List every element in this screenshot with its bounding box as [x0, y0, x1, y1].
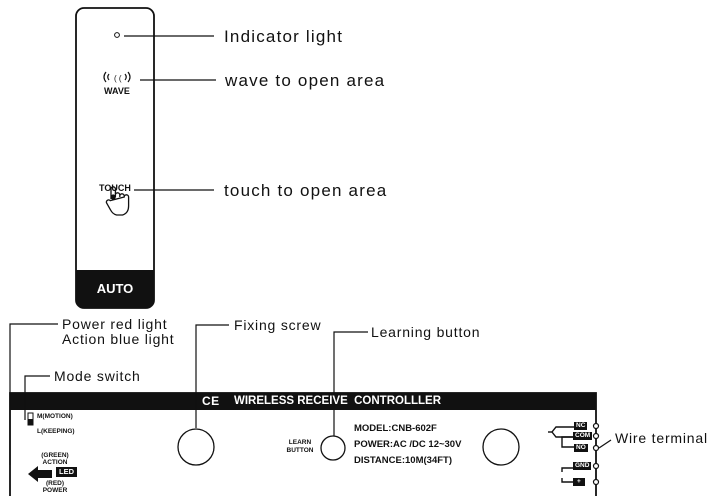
touch-area-callout: touch to open area — [224, 181, 388, 200]
fixing-screw-right — [482, 428, 520, 466]
action-light-callout: Action blue light — [62, 331, 175, 347]
fixing-screw-left — [177, 428, 215, 466]
fixing-screw-callout: Fixing screw — [234, 317, 322, 333]
controller-title: WIRELESS RECEIVE CONTROLLLER — [234, 395, 442, 407]
auto-label: AUTO — [96, 281, 134, 296]
terminal-nc: NC — [574, 422, 588, 430]
power-spec-text: POWER:AC /DC 12~30V — [354, 439, 462, 450]
learn-button-label-1: LEARN — [288, 439, 312, 446]
terminal-screw-plus — [592, 478, 600, 486]
controller-title-bar — [10, 393, 596, 410]
touch-hand-icon — [105, 186, 130, 216]
wire-connections — [548, 426, 574, 483]
led-arrow-icon — [28, 466, 52, 482]
terminal-screw-com — [592, 432, 600, 440]
led-label: LED — [56, 467, 77, 477]
led-green-label: (GREEN) — [41, 452, 69, 459]
terminal-com: COM — [573, 432, 593, 440]
model-text: MODEL:CNB-602F — [354, 423, 437, 434]
mode-motion-label: M(MOTION) — [37, 413, 73, 420]
remote-device-body — [75, 7, 155, 309]
terminal-screw-gnd — [592, 462, 600, 470]
terminal-gnd: GND — [573, 462, 592, 470]
terminal-screw-nc — [592, 422, 600, 430]
ce-mark: CE — [202, 394, 220, 408]
learning-button-callout: Learning button — [371, 324, 481, 340]
indicator-light-callout: Indicator light — [224, 27, 344, 46]
wave-icon — [103, 71, 131, 83]
remote-device-auto-band — [76, 270, 154, 308]
wave-label: WAVE — [104, 86, 130, 96]
learning-button[interactable] — [320, 435, 346, 461]
mode-keeping-label: L(KEEPING) — [37, 428, 75, 435]
led-power-label: POWER — [42, 487, 68, 494]
spec-block: MODEL:CNB-602F POWER:AC /DC 12~30V DISTA… — [354, 421, 461, 469]
touch-label: TOUCH — [99, 183, 131, 193]
learn-button-label-2: BUTTON — [286, 447, 314, 454]
wire-terminal-callout: Wire terminal — [615, 430, 707, 446]
led-red-label: (RED) — [45, 480, 65, 487]
indicator-light-dot — [114, 32, 120, 38]
led-action-label: ACTION — [42, 459, 68, 466]
svg-text:( (: ( ( — [114, 74, 122, 83]
terminal-no: NO — [574, 444, 588, 452]
touch-point-icon — [110, 194, 116, 200]
terminal-screw-no — [592, 444, 600, 452]
distance-text: DISTANCE:10M(34FT) — [354, 455, 452, 466]
mode-switch-callout: Mode switch — [54, 368, 141, 384]
power-light-callout: Power red light — [62, 316, 168, 332]
wave-area-callout: wave to open area — [225, 71, 386, 90]
terminal-plus: + — [573, 478, 585, 486]
